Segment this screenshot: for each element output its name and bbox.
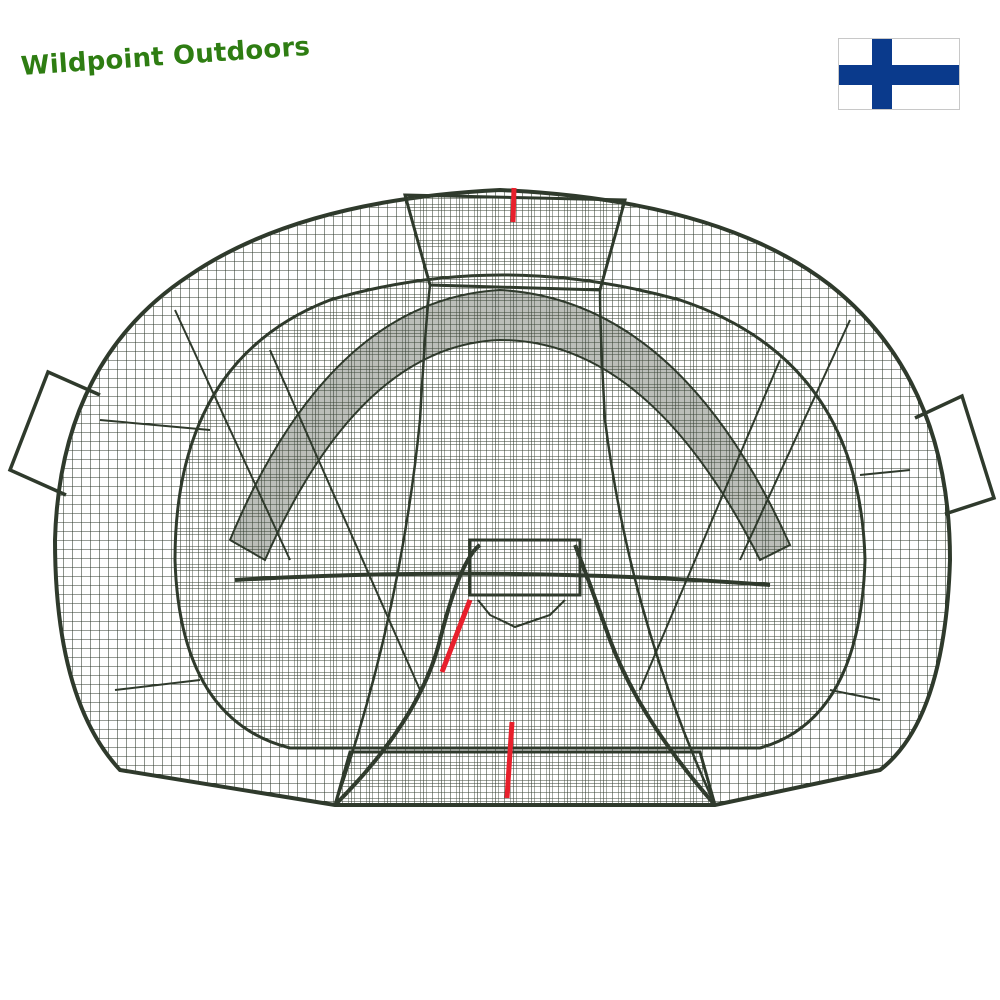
red-cords: [439, 187, 517, 799]
flag-cross-horizontal: [839, 65, 959, 85]
brand-logo: Wildpoint Outdoors: [19, 31, 312, 82]
right-handle: [914, 393, 997, 516]
finland-flag-icon: [838, 38, 960, 110]
left-handle: [7, 369, 101, 497]
fish-trap-image: [7, 187, 997, 807]
